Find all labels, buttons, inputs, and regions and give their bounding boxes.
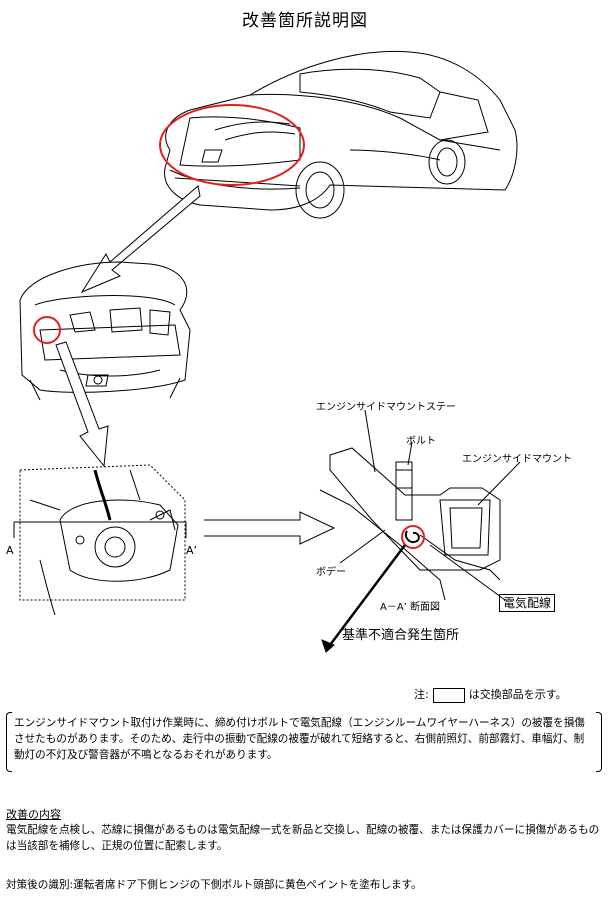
label-section-aa: A－A’ 断面図	[380, 602, 441, 613]
defect-description-text: エンジンサイドマウント取付け作業時に、締め付けボルトで電気配線（エンジンルームワ…	[14, 717, 585, 761]
leader-nonconformity	[329, 544, 406, 646]
defect-description: エンジンサイドマウント取付け作業時に、締め付けボルトで電気配線（エンジンルームワ…	[6, 712, 602, 772]
replacement-note: 注: は交換部品を示す。	[414, 686, 567, 703]
section-line-aa	[13, 521, 187, 538]
car-illustration	[164, 50, 518, 219]
engine-bay-illustration	[19, 261, 191, 401]
label-body: ボデー	[316, 567, 346, 578]
page-title: 改善箇所説明図	[242, 11, 368, 31]
engine-mount-highlight-circle	[33, 316, 61, 344]
improvement-heading: 改善の内容	[6, 808, 61, 821]
label-nonconformity: 基準不適合発生箇所	[342, 628, 460, 643]
arrow-to-engine-bay	[80, 185, 201, 294]
leader-bolt	[407, 441, 413, 466]
label-section-a-prime: A’	[186, 544, 198, 557]
leader-arrowhead	[321, 639, 335, 653]
replacement-box-symbol	[432, 687, 465, 703]
leader-wire	[429, 544, 506, 601]
identification-text: 対策後の識別:運転者席ドア下側ヒンジの下側ボルト頭部に黄色ペイントを塗布します。	[6, 879, 422, 891]
label-bolt: ボルト	[406, 436, 436, 447]
label-engine-side-mount-stay: エンジンサイドマウントステー	[316, 402, 456, 413]
label-engine-side-mount: エンジンサイドマウント	[462, 454, 572, 465]
leader-mount	[477, 461, 521, 506]
electric-wire-shape	[404, 530, 420, 543]
leader-stay	[364, 409, 376, 473]
arrow-to-section	[204, 511, 336, 545]
diagram-figure	[13, 50, 521, 653]
note-suffix: は交換部品を示す。	[468, 688, 567, 701]
improvement-body: 電気配線を点検し、芯線に損傷があるものは電気配線一式を新品と交換し、配線の被覆、…	[6, 824, 600, 852]
arrow-to-mount-detail	[55, 341, 109, 468]
bracket-left	[6, 712, 12, 772]
note-prefix: 注:	[414, 688, 429, 701]
bracket-right	[596, 712, 602, 772]
label-section-a: A	[6, 544, 14, 557]
label-electric-wire: 電気配線	[499, 594, 556, 612]
hood-highlight-circle	[159, 104, 305, 186]
leader-body	[339, 529, 386, 564]
cross-section-illustration	[319, 447, 501, 601]
wire-highlight-circle	[401, 525, 425, 549]
mount-detail-illustration	[19, 464, 186, 616]
